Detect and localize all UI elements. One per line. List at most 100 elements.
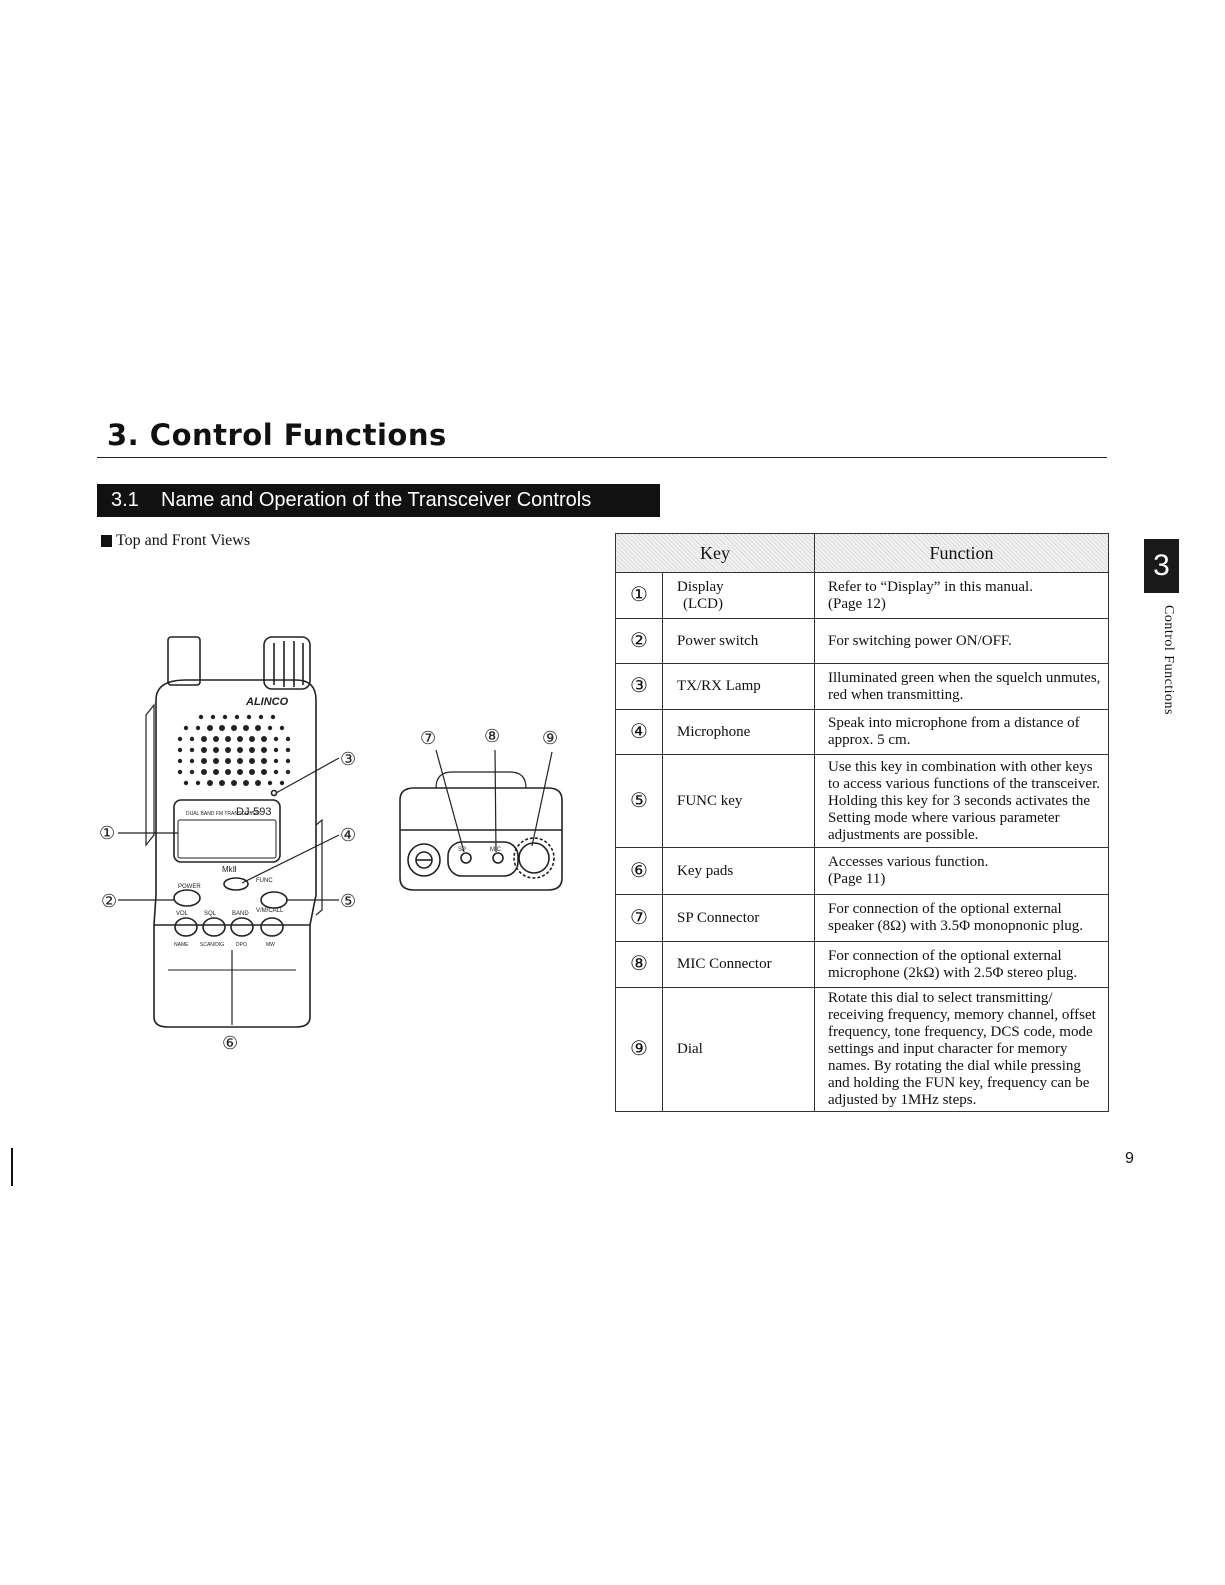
table-row: ⑦ SP Connector For connection of the opt… [615, 894, 1109, 942]
transceiver-front-illustration: ALINCO DUAL BAND FM TRANSCEIVER DJ-593 M… [99, 636, 356, 1054]
row-number: ⑤ [615, 754, 663, 848]
tx-rx-lamp-icon [270, 789, 278, 797]
table-row: ① Display (LCD) Refer to “Display” in th… [615, 572, 1109, 619]
svg-text:ALINCO: ALINCO [245, 696, 289, 708]
table-row: ⑥ Key pads Accesses various function. (P… [615, 847, 1109, 895]
table-row: ③ TX/RX Lamp Illuminated green when the … [615, 663, 1109, 710]
controls-table: Key Function ① Display (LCD) Refer to “D… [615, 533, 1109, 1112]
row-function-text: Refer to “Display” in this manual. [828, 578, 1033, 595]
row-number: ① [615, 572, 663, 619]
row-function: Illuminated green when the squelch unmut… [814, 663, 1109, 710]
vmcall-key-shape [260, 917, 284, 937]
dial-icon [513, 837, 555, 879]
svg-text:SP: SP [458, 847, 466, 853]
row-function: Accesses various function. (Page 11) [814, 847, 1109, 895]
row-key: Dial [662, 987, 815, 1112]
lcd-display [173, 799, 281, 863]
section-number: 3.1 [111, 489, 139, 511]
row-key-sub: (LCD) [683, 595, 723, 612]
vol-key-shape [174, 917, 198, 937]
top-body [399, 787, 563, 891]
sql-key-shape [202, 917, 226, 937]
header-key: Key [615, 533, 815, 573]
chapter-tab: 3 [1144, 539, 1179, 593]
speaker-grille [177, 714, 291, 786]
table-header-row: Key Function [615, 533, 1109, 573]
row-function: Refer to “Display” in this manual. (Page… [814, 572, 1109, 619]
chapter-tab-label: Control Functions [1161, 605, 1176, 716]
volume-knob-icon [263, 636, 311, 690]
func-button-shape [260, 891, 288, 909]
row-number: ⑦ [615, 894, 663, 942]
svg-text:POWER: POWER [178, 884, 201, 890]
band-key-shape [230, 917, 254, 937]
table-row: ⑤ FUNC key Use this key in combination w… [615, 754, 1109, 848]
header-function: Function [814, 533, 1109, 573]
table-row: ② Power switch For switching power ON/OF… [615, 618, 1109, 664]
row-key: Microphone [662, 709, 815, 755]
row-function: For connection of the optional external … [814, 941, 1109, 988]
row-key: TX/RX Lamp [662, 663, 815, 710]
svg-text:④: ④ [340, 825, 356, 846]
antenna-icon [167, 636, 201, 686]
svg-text:⑨: ⑨ [542, 728, 558, 749]
svg-text:SQL: SQL [204, 911, 217, 917]
svg-text:SCAN/DIG: SCAN/DIG [200, 942, 224, 948]
margin-mark [11, 1148, 13, 1186]
sp-jack-icon [460, 852, 472, 864]
connector-panel [447, 841, 519, 877]
svg-text:①: ① [99, 823, 115, 844]
row-function: Use this key in combination with other k… [814, 754, 1109, 848]
svg-text:DJ-593: DJ-593 [236, 806, 271, 818]
row-number: ④ [615, 709, 663, 755]
row-function-text: Accesses various function. [828, 854, 989, 870]
view-label-text: Top and Front Views [116, 532, 251, 549]
mic-jack-icon [492, 852, 504, 864]
svg-text:DPO: DPO [236, 942, 247, 948]
row-key: Key pads [662, 847, 815, 895]
svg-text:⑥: ⑥ [222, 1033, 238, 1054]
row-function: For connection of the optional external … [814, 894, 1109, 942]
chapter-rule [97, 457, 1107, 458]
row-key: Display (LCD) [662, 572, 815, 619]
svg-text:⑧: ⑧ [484, 726, 500, 747]
transceiver-top-illustration: ⑦ ⑧ ⑨ SP MIC [399, 726, 563, 891]
row-number: ② [615, 618, 663, 664]
svg-text:②: ② [101, 891, 117, 912]
row-function-sub: (Page 11) [828, 871, 886, 887]
row-key: Power switch [662, 618, 815, 664]
svg-text:BAND: BAND [232, 911, 249, 917]
svg-text:NAME: NAME [174, 942, 189, 948]
row-function: Speak into microphone from a distance of… [814, 709, 1109, 755]
antenna-base-icon [407, 843, 441, 877]
table-row: ⑧ MIC Connector For connection of the op… [615, 941, 1109, 988]
row-function: For switching power ON/OFF. [814, 618, 1109, 664]
svg-text:VOL: VOL [176, 911, 189, 917]
page-number: 9 [1125, 1150, 1134, 1167]
mic-grille-shape [223, 877, 249, 891]
svg-text:⑦: ⑦ [420, 728, 436, 749]
svg-text:⑤: ⑤ [340, 891, 356, 912]
svg-text:MkⅡ: MkⅡ [222, 865, 237, 874]
bullet-square-icon [101, 535, 112, 547]
row-number: ⑧ [615, 941, 663, 988]
row-function: Rotate this dial to select transmitting/… [814, 987, 1109, 1112]
table-row: ⑨ Dial Rotate this dial to select transm… [615, 987, 1109, 1112]
row-number: ⑨ [615, 987, 663, 1112]
chapter-title: 3. Control Functions [107, 418, 447, 452]
svg-text:MW: MW [266, 942, 275, 948]
svg-text:DUAL BAND FM TRANSCEIVER: DUAL BAND FM TRANSCEIVER [186, 811, 260, 817]
section-heading: 3.1 Name and Operation of the Transceive… [97, 484, 660, 517]
radio-body [153, 679, 317, 1028]
row-key: MIC Connector [662, 941, 815, 988]
svg-text:V/M/CALL: V/M/CALL [256, 908, 284, 914]
table-row: ④ Microphone Speak into microphone from … [615, 709, 1109, 755]
row-function-sub: (Page 12) [828, 595, 886, 612]
row-number: ③ [615, 663, 663, 710]
row-key: SP Connector [662, 894, 815, 942]
row-key-text: Display [677, 578, 724, 595]
row-number: ⑥ [615, 847, 663, 895]
view-label: Top and Front Views [101, 532, 250, 550]
power-button-shape [173, 889, 201, 907]
svg-text:FUNC: FUNC [256, 878, 273, 884]
